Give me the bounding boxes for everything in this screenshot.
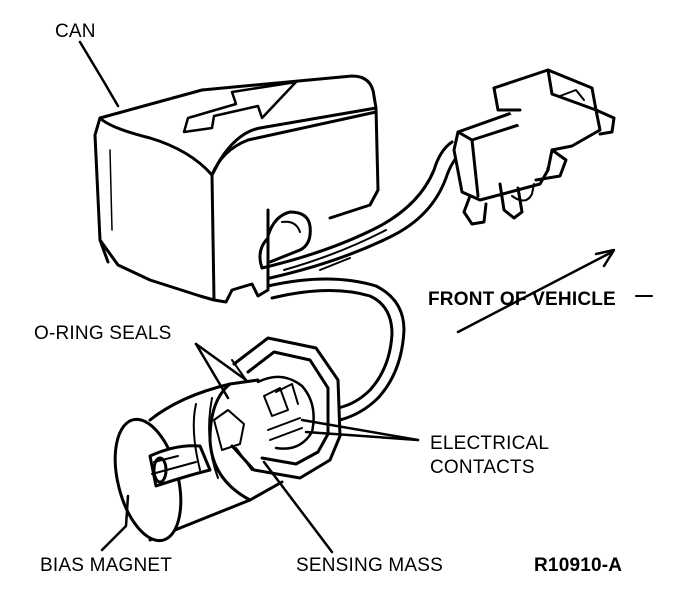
wire-harness <box>260 140 464 422</box>
bias-magnet-leader <box>100 494 130 552</box>
electrical-leader-1 <box>300 418 420 442</box>
label-can: CAN <box>55 21 96 42</box>
label-bias-magnet: BIAS MAGNET <box>40 555 173 576</box>
label-o-ring-seals: O-RING SEALS <box>34 323 172 344</box>
electrical-connector <box>452 68 616 226</box>
label-figure-id: R10910-A <box>534 555 623 576</box>
label-sensing-mass: SENSING MASS <box>296 555 444 576</box>
sensing-mass-leader <box>262 460 334 554</box>
label-electrical-contacts-line1: ELECTRICAL <box>430 433 550 454</box>
o-ring-leader-2 <box>194 342 248 382</box>
sensor-assembly <box>113 336 342 543</box>
can-leader <box>78 40 120 108</box>
can-housing <box>93 74 380 304</box>
leader-lines <box>78 40 420 554</box>
label-front-of-vehicle: FRONT OF VEHICLE <box>428 289 616 310</box>
can-clip <box>258 210 312 270</box>
front-of-vehicle-arrow <box>456 248 616 334</box>
o-ring-leader-1 <box>194 342 230 400</box>
electrical-leader-2 <box>304 430 420 442</box>
label-electrical-contacts-line2: CONTACTS <box>430 457 535 478</box>
